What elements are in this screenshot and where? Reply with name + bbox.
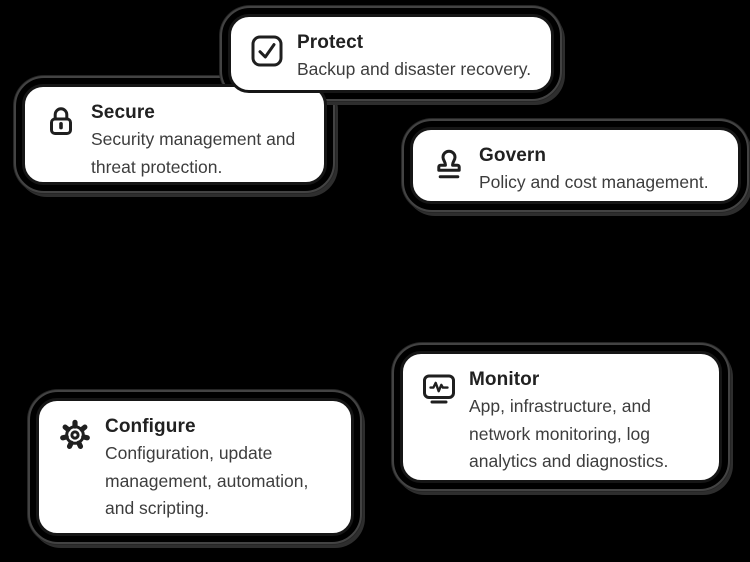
checkbox-check-icon [249, 33, 285, 69]
card-monitor: Monitor App, infrastructure, and network… [392, 343, 730, 491]
card-govern: Govern Policy and cost management. [402, 119, 749, 212]
card-description: App, infrastructure, and network monitor… [469, 396, 669, 471]
lock-icon [43, 103, 79, 139]
card-text: Configure Configuration, update manageme… [105, 413, 308, 523]
card-title: Protect [297, 32, 364, 53]
card-configure: Configure Configuration, update manageme… [28, 390, 362, 544]
card-title: Secure [91, 102, 155, 123]
card-text: Protect Backup and disaster recovery. [297, 29, 531, 84]
stamp-icon [431, 146, 467, 182]
monitor-pulse-icon [421, 370, 457, 406]
card-title: Configure [105, 416, 196, 437]
card-text: Govern Policy and cost management. [479, 142, 709, 197]
card-secure: Secure Security management and threat pr… [14, 76, 335, 193]
gear-icon [57, 417, 93, 453]
card-text: Monitor App, infrastructure, and network… [469, 366, 668, 476]
card-description: Configuration, update management, automa… [105, 443, 309, 518]
card-title: Govern [479, 145, 547, 166]
card-protect: Protect Backup and disaster recovery. [220, 6, 562, 101]
card-description: Security management and threat protectio… [91, 129, 296, 177]
card-text: Secure Security management and threat pr… [91, 99, 295, 181]
card-description: Backup and disaster recovery. [297, 59, 532, 79]
card-description: Policy and cost management. [479, 172, 709, 192]
card-title: Monitor [469, 369, 540, 390]
